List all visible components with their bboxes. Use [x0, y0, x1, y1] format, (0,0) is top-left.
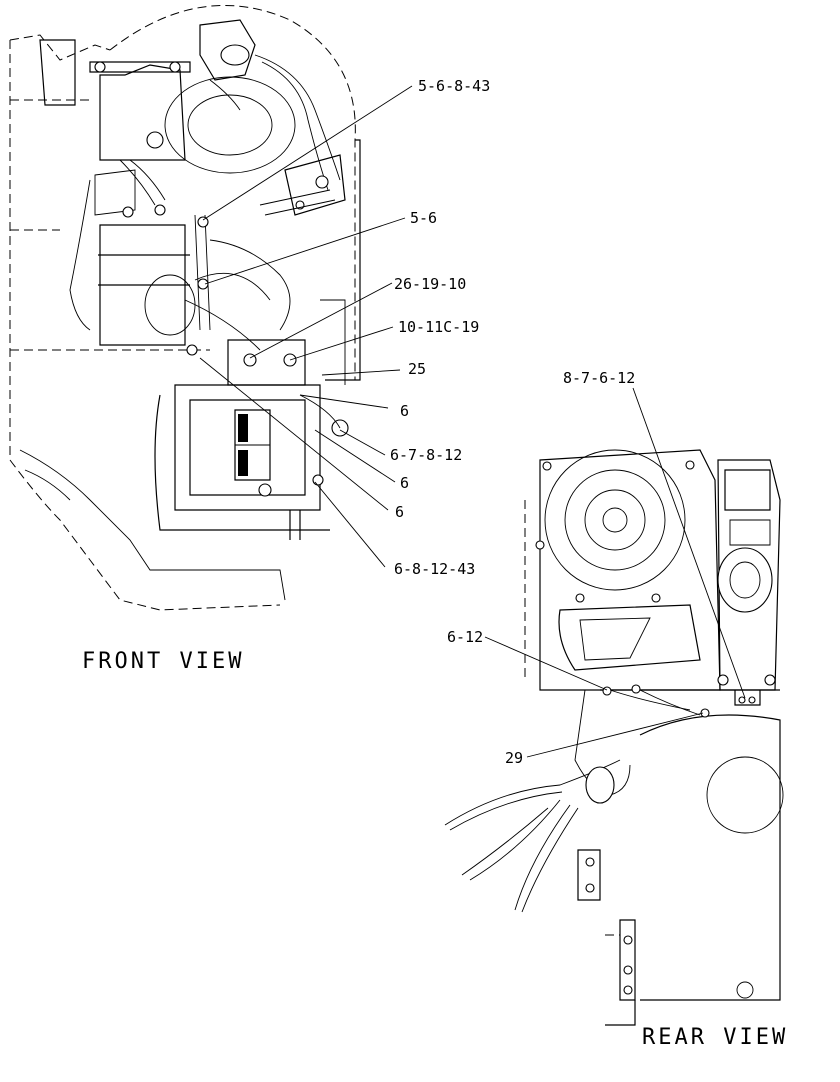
callout-6-a: 6 [400, 402, 409, 420]
callout-25: 25 [408, 360, 426, 378]
front-view-title: FRONT VIEW [82, 649, 244, 674]
callout-29: 29 [505, 749, 523, 767]
callout-8-7-6-12: 8-7-6-12 [563, 369, 635, 387]
callout-6-7-8-12: 6-7-8-12 [390, 446, 462, 464]
rear-view-title: REAR VIEW [642, 1025, 788, 1050]
callout-26-19-10: 26-19-10 [394, 275, 466, 293]
callout-10-11c-19: 10-11C-19 [398, 318, 479, 336]
leader-lines [199, 85, 746, 758]
callout-5-6: 5-6 [410, 209, 437, 227]
rear-view-engine [444, 449, 784, 1026]
callout-6-12: 6-12 [447, 628, 483, 646]
callout-labels: 5-6-8-43 5-6 26-19-10 10-11C-19 25 6 6-7… [390, 77, 635, 767]
callout-6-b: 6 [400, 474, 409, 492]
callout-5-6-8-43: 5-6-8-43 [418, 77, 490, 95]
front-view-engine [9, 5, 361, 611]
callout-6-8-12-43: 6-8-12-43 [394, 560, 475, 578]
callout-6-c: 6 [395, 503, 404, 521]
